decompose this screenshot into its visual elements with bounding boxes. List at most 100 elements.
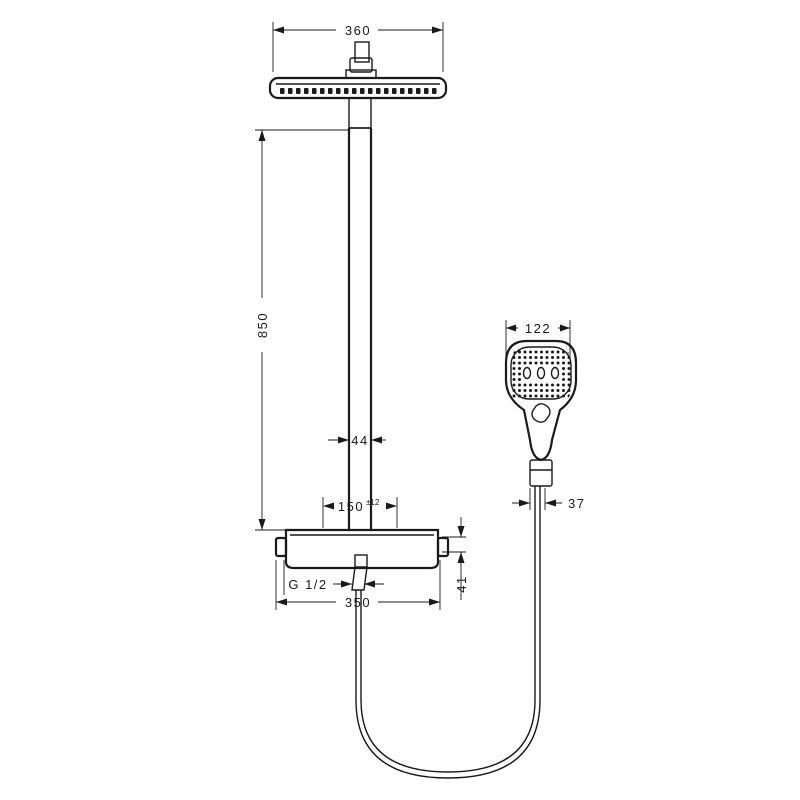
spray-hole: [551, 350, 554, 354]
nozzle: [360, 88, 365, 94]
spray-hole: [556, 383, 560, 387]
spray-hole: [518, 394, 521, 398]
nozzle: [416, 88, 421, 94]
spray-hole: [567, 389, 571, 392]
spray-hole: [567, 378, 571, 381]
thermostat: [274, 528, 450, 591]
nozzle: [384, 88, 389, 94]
riser-pipe: [347, 97, 373, 530]
dim-thermostat-width: 350: [275, 560, 441, 610]
nozzle: [424, 88, 429, 94]
spray-hole: [562, 361, 565, 365]
spray-hole: [523, 350, 527, 354]
spray-hole: [540, 389, 543, 392]
nozzle: [368, 88, 373, 94]
spray-hole: [540, 394, 543, 398]
thread-label: G 1/2: [288, 577, 327, 592]
spray-hole: [551, 389, 554, 392]
spray-hole: [529, 383, 532, 387]
spray-hole: [523, 389, 527, 392]
spray-hole: [529, 350, 532, 354]
overhead-shower: [268, 41, 448, 100]
spray-hole: [556, 356, 560, 359]
spray-hole: [556, 350, 560, 354]
spray-hole: [567, 372, 571, 376]
spray-hole: [534, 361, 538, 365]
spray-hole: [512, 367, 516, 370]
spray-hole: [518, 389, 521, 392]
spray-hole: [512, 372, 516, 376]
spray-hole: [512, 389, 516, 392]
thermostat-width-label: 350: [345, 595, 371, 610]
spray-hole: [523, 356, 527, 359]
nozzle: [304, 88, 309, 94]
spray-hole: [567, 394, 571, 398]
spray-hole: [529, 394, 532, 398]
spray-hole: [512, 350, 516, 354]
spray-hole: [567, 383, 571, 387]
spray-hole: [551, 361, 554, 365]
spray-hole: [545, 389, 549, 392]
spray-hole: [562, 367, 565, 370]
connection-tolerance-label: ±12: [366, 498, 380, 507]
spray-hole: [545, 350, 549, 354]
connection-spacing-label: 150: [338, 499, 364, 514]
handshower-width-label: 122: [525, 321, 551, 336]
spray-hole: [545, 361, 549, 365]
spray-hole: [540, 361, 543, 365]
spray-hole: [562, 378, 565, 381]
spray-hole: [523, 394, 527, 398]
nozzle: [352, 88, 357, 94]
spray-hole: [551, 356, 554, 359]
spray-hole: [529, 389, 532, 392]
nozzle: [328, 88, 333, 94]
spray-hole: [556, 394, 560, 398]
spray-hole: [529, 356, 532, 359]
spray-hole: [534, 389, 538, 392]
spray-hole: [518, 383, 521, 387]
nozzle: [320, 88, 325, 94]
nozzle: [376, 88, 381, 94]
nozzle: [296, 88, 301, 94]
spray-hole: [551, 383, 554, 387]
spray-hole: [562, 356, 565, 359]
spray-hole: [545, 394, 549, 398]
spray-hole: [512, 361, 516, 365]
dim-thermostat-height: 41: [442, 517, 469, 600]
dim-pipe-diameter: 44: [328, 433, 386, 448]
dim-handshower-grip: 37: [512, 488, 585, 511]
handshower-grip-label: 37: [568, 496, 585, 511]
shower-hose: [355, 486, 541, 779]
spray-hole: [562, 350, 565, 354]
nozzle: [400, 88, 405, 94]
spray-hole: [534, 350, 538, 354]
spray-hole: [545, 356, 549, 359]
spray-hole: [562, 389, 565, 392]
spray-hole: [529, 361, 532, 365]
hand-shower: [504, 339, 578, 487]
spray-hole: [518, 378, 521, 381]
spray-hole: [534, 356, 538, 359]
spray-hole: [518, 372, 521, 376]
spray-hole: [562, 383, 565, 387]
nozzle: [432, 88, 437, 94]
nozzle: [408, 88, 413, 94]
dim-column-height: 850: [255, 129, 349, 531]
pipe-diameter-label: 44: [351, 433, 368, 448]
thermostat-height-label: 41: [454, 575, 469, 592]
spray-hole: [512, 394, 516, 398]
spray-hole: [567, 361, 571, 365]
dim-thread: G 1/2: [283, 560, 384, 595]
nozzle: [344, 88, 349, 94]
nozzle: [288, 88, 293, 94]
dim-head-width: 360: [272, 22, 444, 72]
spray-hole: [518, 350, 521, 354]
spray-hole: [556, 389, 560, 392]
spray-hole: [545, 383, 549, 387]
spray-hole: [518, 356, 521, 359]
spray-hole: [534, 383, 538, 387]
head-width-label: 360: [345, 23, 371, 38]
spray-hole: [551, 394, 554, 398]
spray-hole: [512, 378, 516, 381]
